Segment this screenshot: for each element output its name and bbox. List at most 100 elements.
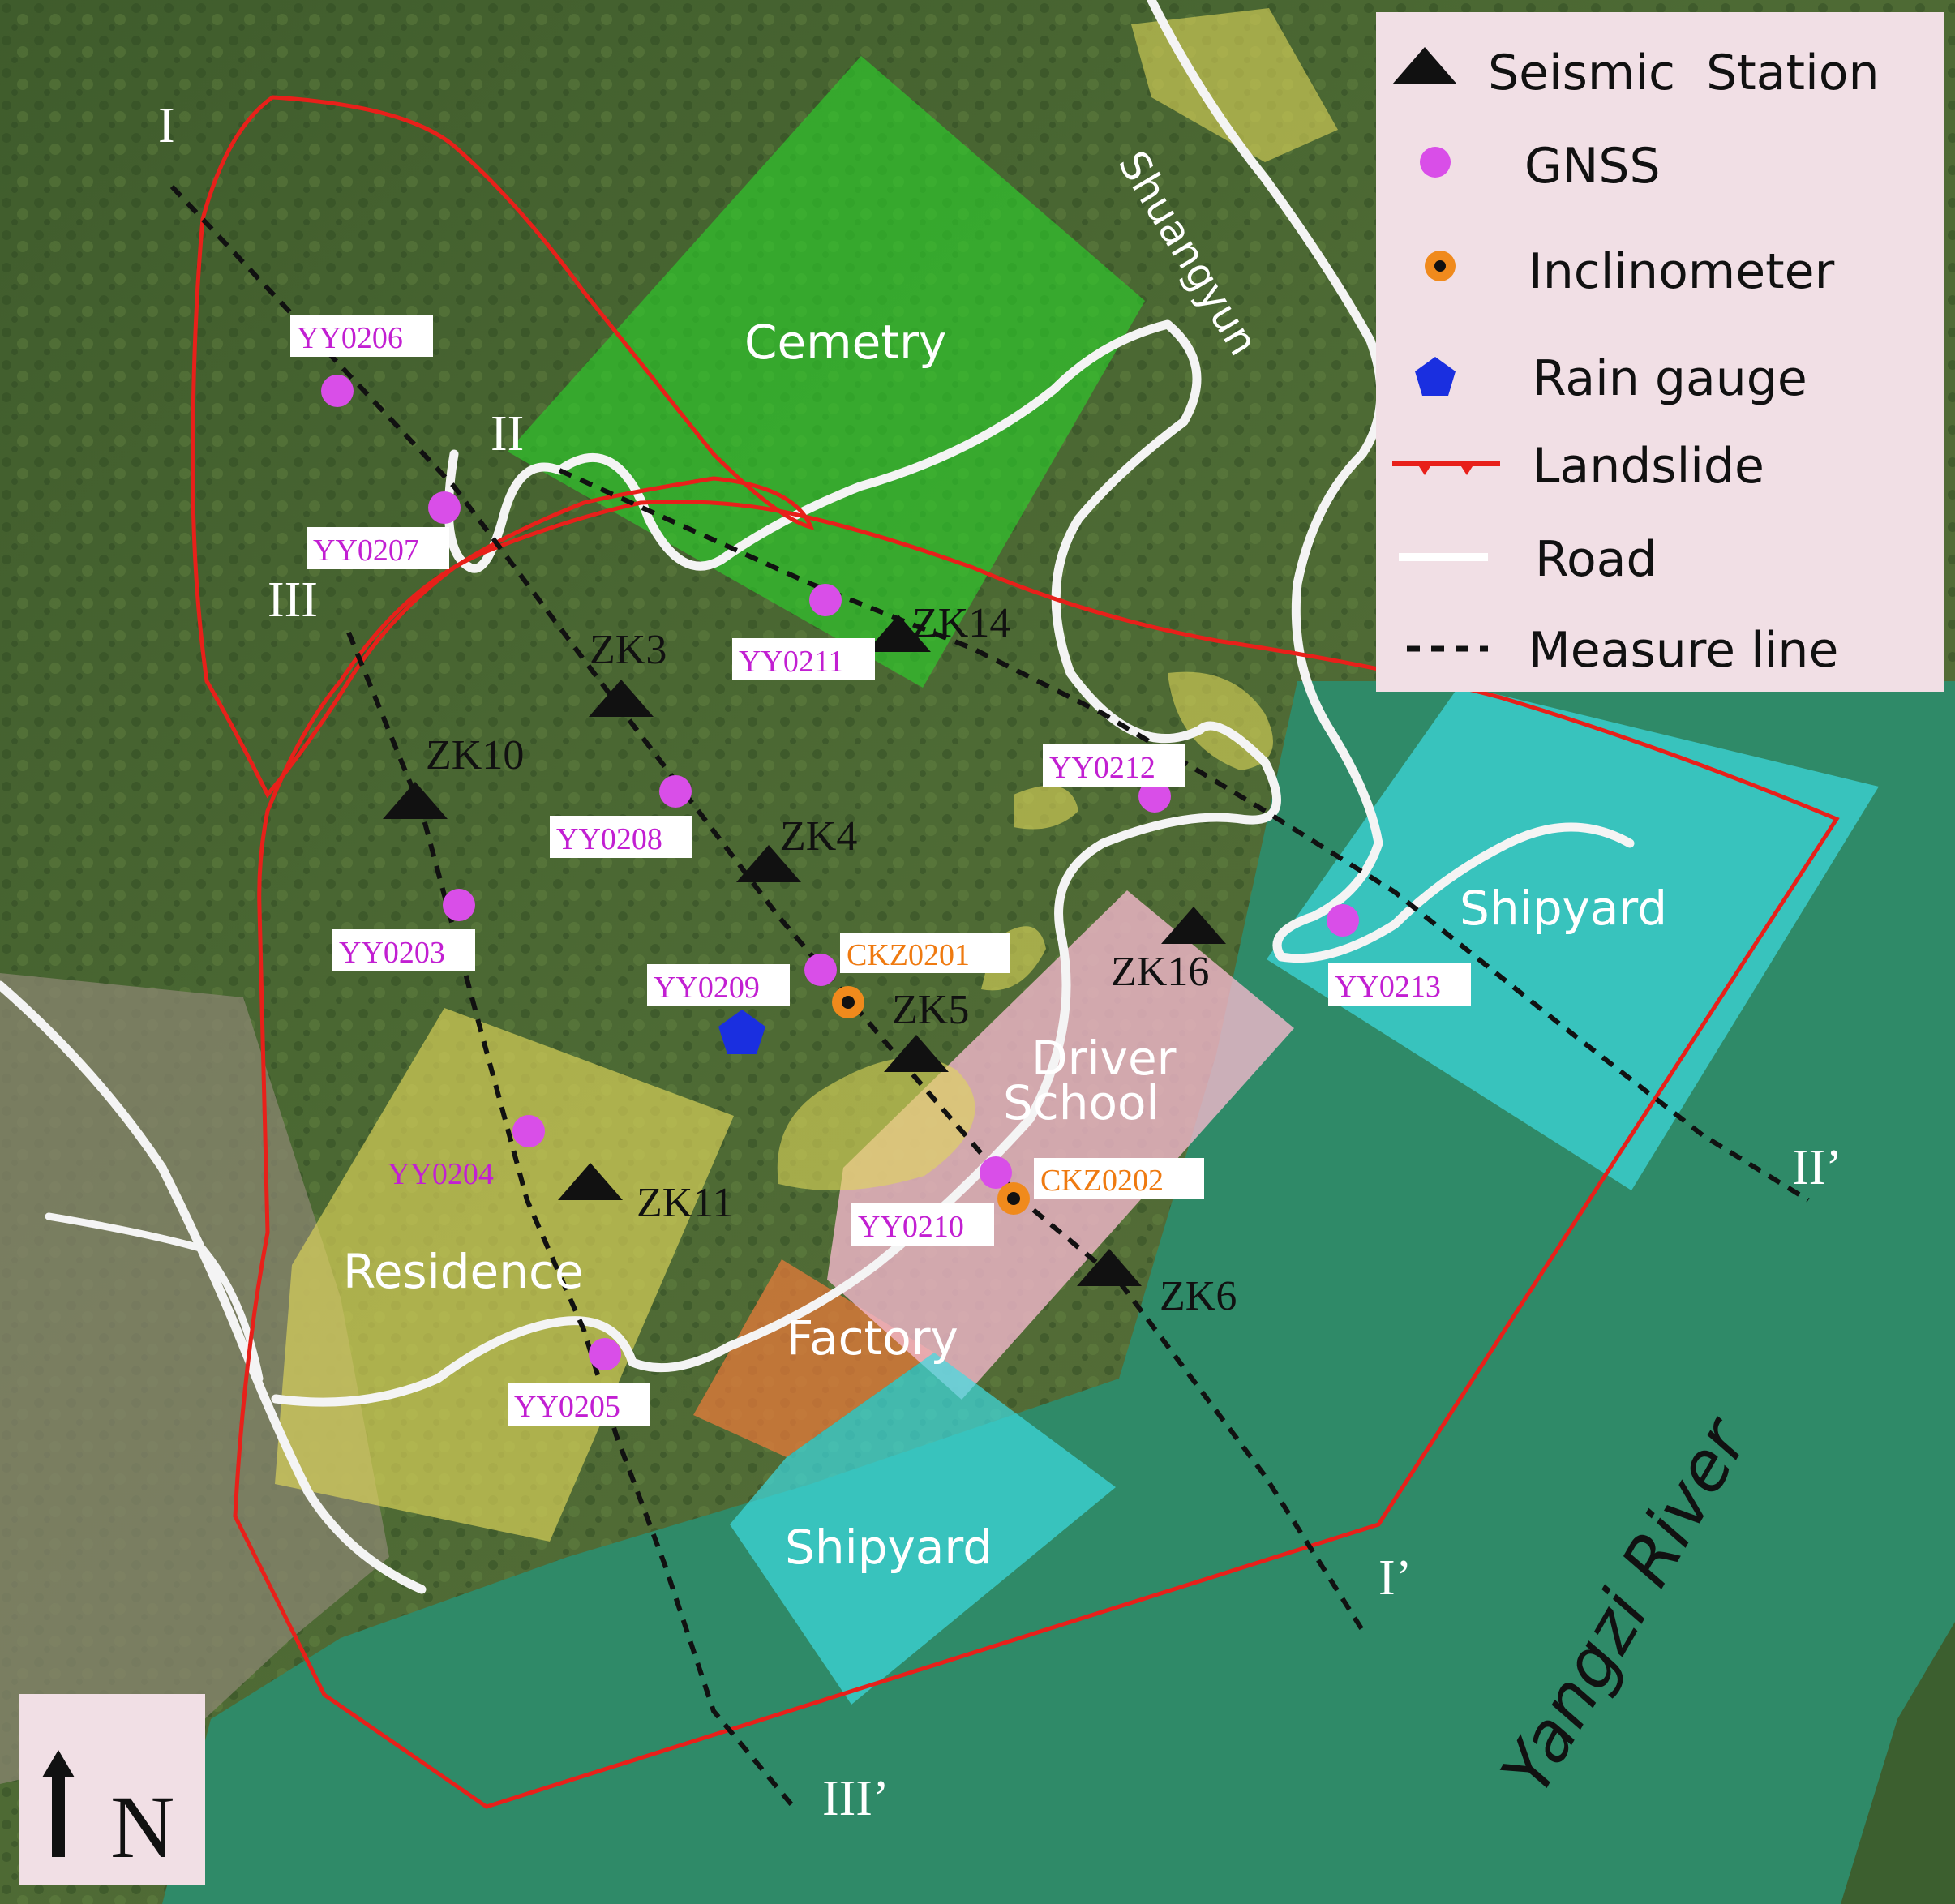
gnss-points: YY0206YY0207YY0211YY0212YY0208YY0203YY02… (290, 315, 1471, 1426)
gnss-label-box (332, 929, 475, 971)
profile-label-iii-end: III’ (822, 1771, 890, 1826)
north-arrow-icon (42, 1750, 75, 1857)
inclinometer-label: CKZ0201 (847, 938, 970, 972)
north-letter: N (110, 1777, 174, 1876)
rain-gauge (718, 1010, 765, 1054)
gnss-label-box (508, 1383, 650, 1426)
legend-landslide-barb-2 (1460, 464, 1474, 475)
zone-shipyard-south (730, 1353, 1116, 1705)
legend-label-seismic: Seismic Station (1488, 45, 1880, 101)
gnss-label: YY0211 (739, 645, 843, 679)
gnss-marker (804, 954, 837, 986)
legend-landslide-barb-1 (1417, 464, 1432, 475)
river-far-bank (1841, 1622, 1955, 1904)
north-arrow: N (19, 1694, 205, 1885)
gnss-marker (589, 1338, 621, 1370)
gnss-label: YY0208 (556, 822, 662, 856)
zone-shipyard-east (1267, 685, 1879, 1190)
inclinometer-center (1007, 1192, 1020, 1205)
north-arrow-box (19, 1694, 205, 1885)
yellow-patch-3 (1014, 785, 1078, 830)
gnss-label: YY0212 (1049, 751, 1155, 785)
zone-cemetery (508, 56, 1145, 688)
legend-label-road: Road (1535, 531, 1657, 588)
profile-label-iii-start: III (268, 572, 318, 628)
legend-label-gnss: GNSS (1524, 138, 1661, 195)
gnss-label: YY0207 (313, 534, 419, 568)
gnss-marker (428, 491, 461, 524)
gnss-label: YY0213 (1335, 970, 1441, 1004)
seismic-station-marker (736, 845, 801, 882)
legend: Seismic Station GNSS Inclinometer Rain g… (1376, 12, 1944, 692)
gnss-label-box (647, 964, 790, 1006)
seismic-station-marker (866, 615, 931, 652)
profile-label-i-end: I’ (1378, 1550, 1412, 1606)
landslide-main-boundary (233, 500, 1840, 1809)
zone-label-residence: Residence (343, 1244, 584, 1299)
gnss-label: YY0204 (388, 1157, 494, 1191)
zone-residence (275, 1008, 734, 1542)
seismic-station-marker (589, 680, 654, 717)
measure-line-iii (346, 631, 797, 1810)
zone-label-driver: Driver (1031, 1031, 1177, 1086)
urban-area-west (0, 973, 389, 1784)
gnss-label: YY0203 (339, 936, 445, 970)
gnss-label: YY0210 (858, 1210, 964, 1244)
road-shuangyun (1147, 0, 1635, 963)
legend-label-inclinometer: Inclinometer (1528, 243, 1835, 300)
legend-inclinometer-dot (1434, 260, 1446, 272)
legend-box (1376, 12, 1944, 692)
gnss-label-box (1328, 963, 1471, 1006)
gnss-marker (1327, 904, 1359, 937)
legend-label-landslide: Landslide (1533, 438, 1764, 495)
seismic-station-marker (1077, 1249, 1142, 1286)
zone-labels: Cemetry Residence Factory Driver School … (343, 315, 1667, 1575)
gnss-marker (443, 889, 475, 921)
gnss-label-box (851, 1203, 994, 1246)
yellow-patch-1 (1131, 8, 1338, 162)
gnss-marker (980, 1156, 1012, 1189)
gnss-label-box (307, 527, 449, 569)
seismic-station-marker (884, 1035, 949, 1072)
gnss-label-box (732, 638, 875, 680)
legend-label-rain-gauge: Rain gauge (1533, 350, 1807, 407)
zone-label-factory: Factory (787, 1310, 958, 1366)
gnss-label-box (1043, 744, 1185, 787)
rain-gauge-marker (718, 1010, 765, 1054)
inclinometer-center (842, 996, 855, 1009)
seismic-station-label: ZK5 (892, 987, 969, 1033)
seismic-station-label: ZK10 (426, 732, 524, 778)
seismic-station-label: ZK14 (912, 600, 1010, 646)
profile-label-ii-end: II’ (1792, 1140, 1842, 1195)
gnss-marker (809, 584, 842, 616)
measure-lines (169, 184, 1810, 1810)
gnss-marker (659, 775, 692, 808)
road-west (0, 980, 427, 1594)
zone-label-shipyard-east: Shipyard (1460, 881, 1667, 936)
gnss-marker (1138, 780, 1171, 813)
gnss-label: YY0206 (297, 321, 403, 355)
seismic-station-marker (383, 782, 448, 819)
gnss-marker (512, 1115, 545, 1147)
landslide-boundaries (191, 95, 1840, 1809)
legend-rain-gauge-icon (1415, 357, 1456, 396)
profile-label-i-start: I (158, 98, 175, 153)
inclinometer-label-box (1034, 1158, 1204, 1199)
seismic-station-marker (558, 1163, 623, 1200)
yellow-patch-4 (777, 1057, 975, 1190)
profile-label-ii-start: II (491, 406, 524, 461)
road-west-2 (45, 1212, 264, 1383)
gnss-label: YY0205 (514, 1390, 620, 1424)
seismic-station-marker (1161, 907, 1226, 944)
gnss-marker (321, 375, 354, 407)
gnss-label-box (550, 816, 692, 858)
landslide-upper-boundary (191, 95, 815, 799)
measure-line-ii (558, 468, 1810, 1203)
gnss-label: YY0209 (654, 971, 760, 1005)
seismic-station-label: ZK16 (1111, 949, 1209, 995)
zone-label-school: School (1003, 1075, 1160, 1130)
gnss-label-box (290, 315, 433, 357)
legend-gnss-icon (1420, 147, 1451, 178)
